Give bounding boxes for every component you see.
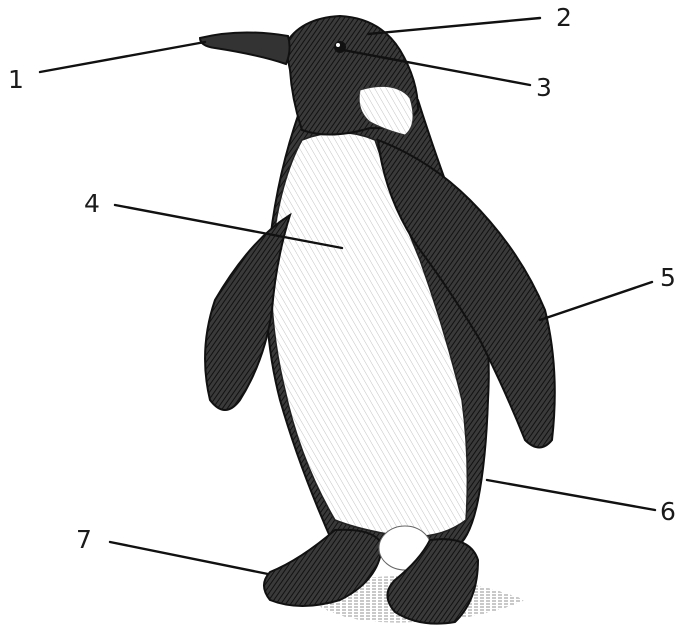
penguin-head <box>200 16 418 135</box>
leader-line-5 <box>540 282 652 320</box>
beak <box>200 32 290 64</box>
penguin-body <box>267 98 489 549</box>
leader-line-6 <box>487 480 655 510</box>
label-4: 4 <box>84 189 100 218</box>
leader-line-1 <box>40 42 205 72</box>
label-5: 5 <box>660 263 676 292</box>
label-1: 1 <box>8 65 24 94</box>
leader-line-2 <box>368 18 540 34</box>
label-7: 7 <box>76 525 92 554</box>
label-3: 3 <box>536 73 552 102</box>
leader-line-7 <box>110 542 268 574</box>
label-2: 2 <box>556 3 572 32</box>
label-6: 6 <box>660 497 676 526</box>
